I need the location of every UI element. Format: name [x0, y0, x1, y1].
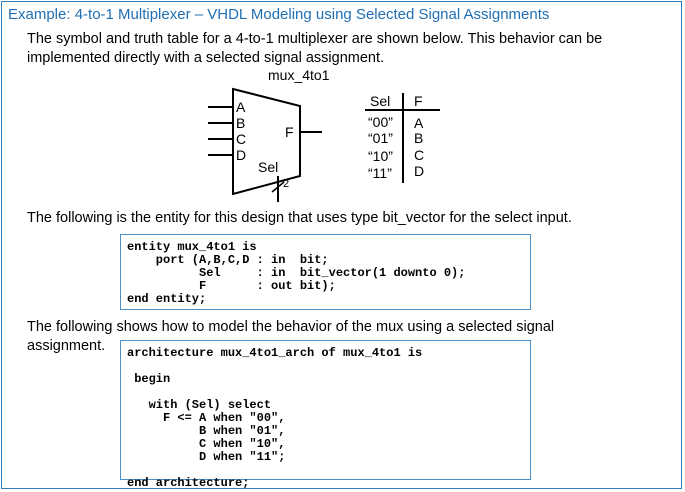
select-label: Sel [258, 159, 278, 175]
mux-name-label: mux_4to1 [268, 67, 330, 83]
arch-code-line: B when "01", [127, 424, 286, 438]
arch-description-line-2: assignment. [27, 338, 106, 354]
truth-table-sel-cell: “00” [368, 114, 393, 130]
input-d-label: D [236, 147, 246, 163]
arch-description-line-1: The following shows how to model the beh… [27, 319, 555, 335]
entity-code-line: entity mux_4to1 is [127, 240, 257, 254]
truth-table-sel-cell: “11” [368, 165, 392, 181]
truth-table-sel-cell: “01” [368, 130, 393, 146]
entity-code-line: port (A,B,C,D : in bit; [127, 253, 329, 267]
intro-line-2: implemented directly with a selected sig… [27, 50, 385, 66]
input-c-label: C [236, 131, 246, 147]
arch-code-line: D when "11"; [127, 450, 286, 464]
arch-code-line: F <= A when "00", [127, 411, 286, 425]
entity-code-line: Sel : in bit_vector(1 downto 0); [127, 266, 466, 280]
truth-table-f-cell: B [414, 130, 423, 146]
architecture-code-box: architecture mux_4to1_arch of mux_4to1 i… [120, 340, 531, 490]
arch-code-line: begin [127, 372, 171, 386]
truth-table: Sel F “00” A “01” B “10” C “11” D [365, 93, 440, 183]
mux-symbol-diagram: mux_4to1 A B C D F Sel 2 [208, 67, 330, 202]
truth-table-f-cell: C [414, 147, 424, 163]
arch-code-line [127, 360, 530, 373]
truth-table-sel-cell: “10” [368, 148, 393, 164]
truth-table-header-sel: Sel [370, 93, 390, 109]
truth-table-header-f: F [414, 93, 423, 109]
select-bus-slash [271, 181, 285, 193]
truth-table-f-cell: D [414, 163, 424, 179]
arch-code-line: C when "10", [127, 437, 286, 451]
slide-title: Example: 4-to-1 Multiplexer – VHDL Model… [8, 6, 550, 23]
output-f-label: F [285, 124, 294, 140]
mux-body [232, 87, 301, 196]
entity-code-line: end entity; [127, 292, 207, 306]
arch-code-line: architecture mux_4to1_arch of mux_4to1 i… [127, 346, 423, 360]
entity-description: The following is the entity for this des… [27, 210, 572, 226]
input-b-label: B [236, 115, 245, 131]
arch-code-line: with (Sel) select [127, 398, 272, 412]
select-width-label: 2 [283, 178, 289, 190]
entity-code-box: entity mux_4to1 is port (A,B,C,D : in bi… [120, 234, 531, 310]
intro-line-1: The symbol and truth table for a 4-to-1 … [27, 31, 603, 47]
entity-code-line: F : out bit); [127, 279, 336, 293]
arch-code-line: end architecture; [127, 476, 250, 490]
input-a-label: A [236, 99, 246, 115]
truth-table-f-cell: A [414, 115, 424, 131]
